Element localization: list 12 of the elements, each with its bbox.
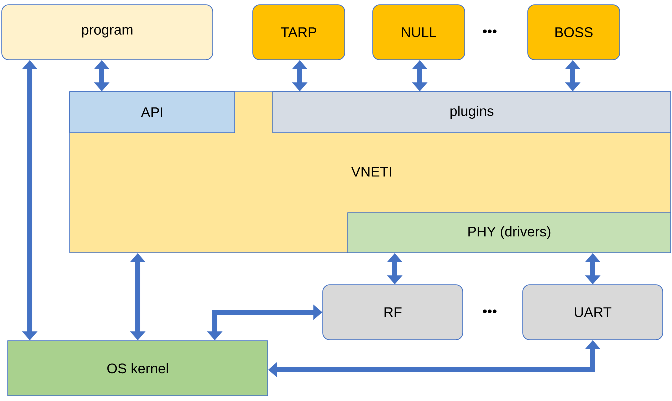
plugin-box: BOSS — [528, 4, 620, 60]
plugins-band: plugins — [272, 92, 672, 134]
device-box: RF — [322, 284, 464, 340]
api-band: API — [70, 92, 236, 134]
device-box: UART — [522, 284, 664, 340]
plugin-box: NULL — [372, 4, 466, 60]
ellipsis: ••• — [483, 30, 497, 34]
kernel-box: OS kernel — [8, 340, 268, 396]
phy-band: PHY (drivers) — [348, 212, 672, 254]
plugin-box: TARP — [252, 4, 346, 60]
ellipsis: ••• — [483, 310, 497, 314]
program-box: program — [2, 4, 214, 60]
